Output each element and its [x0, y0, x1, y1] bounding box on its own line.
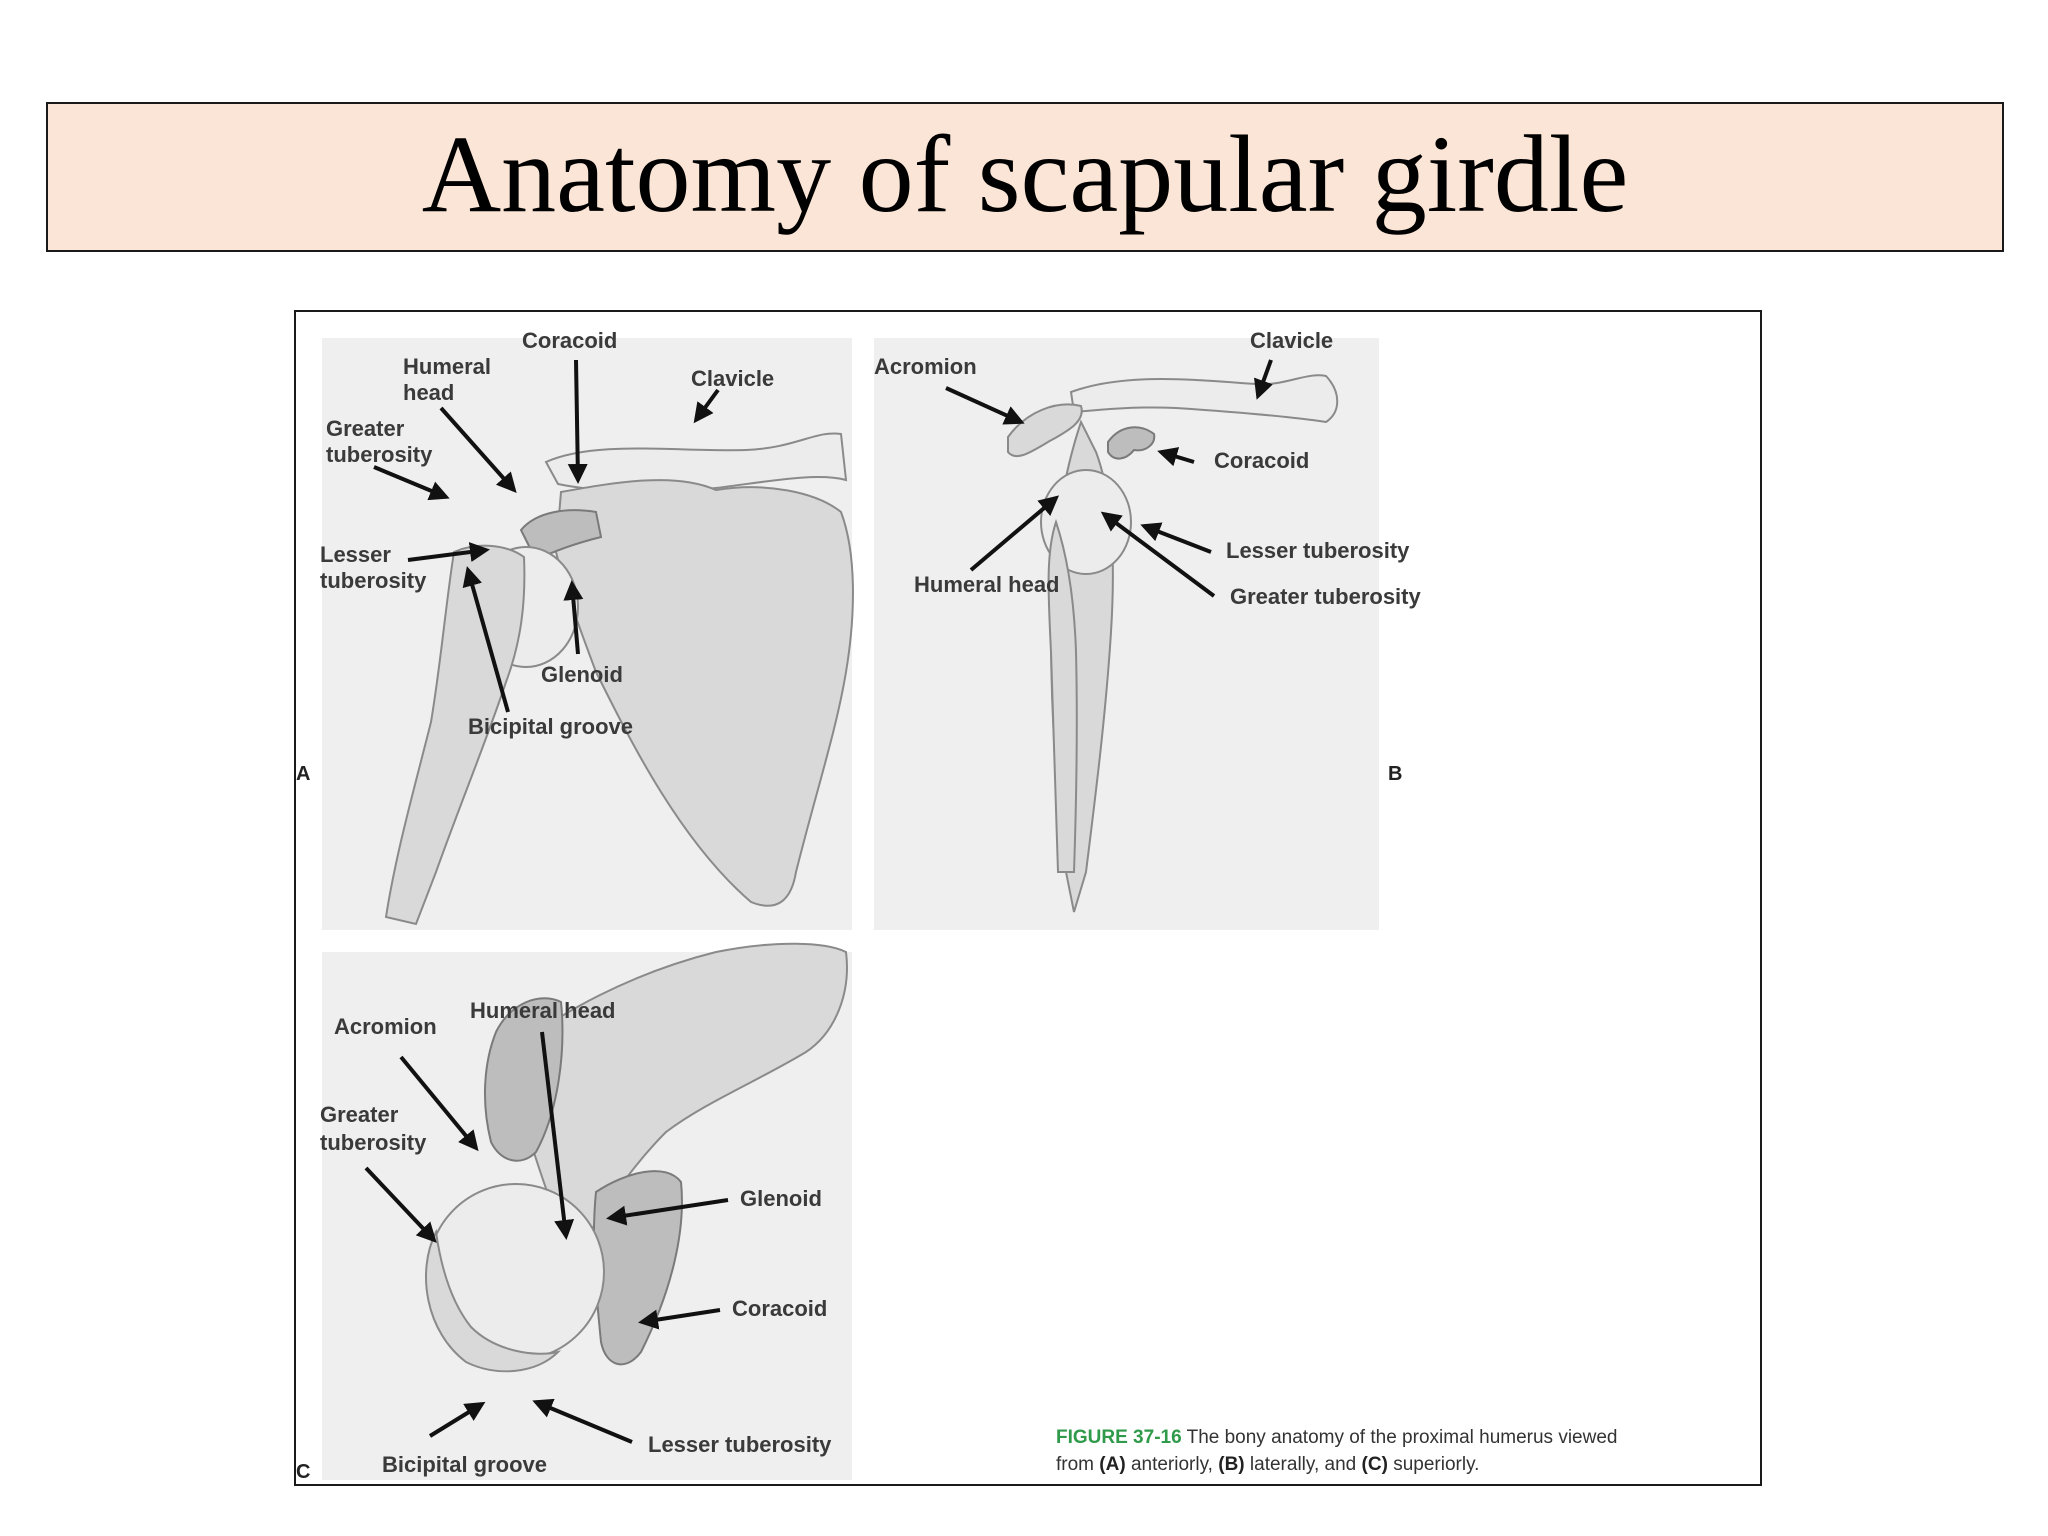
panel-b-clavicle-label: Clavicle: [1250, 328, 1333, 353]
panel-a-coracoid-label: Coracoid: [522, 328, 617, 353]
panel-c-greater-tuberosity-label-2: tuberosity: [320, 1130, 427, 1155]
caption-a: (A): [1099, 1454, 1126, 1475]
panel-a-greater-tuberosity-label-2: tuberosity: [326, 442, 433, 467]
figure-frame: Coracoid Humeral head Clavicle Greater t…: [294, 310, 1762, 1486]
caption-c-text: superiorly.: [1387, 1454, 1480, 1475]
panel-c-tuberosity-bone: [425, 1228, 562, 1373]
panel-b-humeral-head-arrow: [969, 495, 1060, 572]
panel-c-greater-tuberosity-label-1: Greater: [320, 1102, 399, 1127]
caption-line-1: FIGURE 37-16 The bony anatomy of the pro…: [1056, 1424, 1756, 1451]
panel-c-coracoid-arrow: [638, 1308, 721, 1330]
panel-c-lesser-tuberosity-arrow: [532, 1398, 633, 1444]
panel-a-lesser-tuberosity-label-2: tuberosity: [320, 568, 427, 593]
caption-b: (B): [1218, 1454, 1245, 1475]
caption-a-text: anteriorly,: [1125, 1454, 1219, 1475]
panel-c-bicipital-groove-label: Bicipital groove: [382, 1452, 547, 1477]
panel-a-scapula-bone: [554, 479, 854, 907]
slide-title: Anatomy of scapular girdle: [421, 113, 1629, 235]
panel-a-bicipital-groove-arrow: [462, 566, 510, 713]
panel-a-letter: A: [296, 763, 310, 785]
panel-b-greater-tuberosity-label: Greater tuberosity: [1230, 584, 1421, 609]
caption-line-1-text: The bony anatomy of the proximal humerus…: [1181, 1427, 1618, 1448]
panel-a-lesser-tuberosity-arrow: [407, 542, 490, 562]
panel-c-humeral-head-label: Humeral head: [470, 998, 616, 1023]
panel-b-lesser-tuberosity-arrow: [1140, 522, 1212, 554]
panel-b-greater-tuberosity-arrow: [1100, 511, 1216, 598]
panel-c-glenoid-label: Glenoid: [740, 1186, 822, 1211]
panel-c-letter: C: [296, 1461, 310, 1483]
panel-c-acromion-arrow: [399, 1055, 479, 1152]
caption-from: from: [1056, 1454, 1100, 1475]
panel-c-acromion-label: Acromion: [334, 1014, 437, 1039]
panel-a-greater-tuberosity-label-1: Greater: [326, 416, 405, 441]
panel-c-greater-tuberosity-arrow: [364, 1166, 437, 1243]
caption-b-text: laterally, and: [1244, 1454, 1362, 1475]
caption-line-2: from (A) anteriorly, (B) laterally, and …: [1056, 1451, 1756, 1478]
panel-a-glenoid-arrow: [563, 580, 584, 655]
panel-c-lesser-tuberosity-label: Lesser tuberosity: [648, 1432, 832, 1457]
panel-a: Coracoid Humeral head Clavicle Greater t…: [296, 328, 854, 930]
figure-caption: FIGURE 37-16 The bony anatomy of the pro…: [1056, 1424, 1756, 1478]
panel-b: Acromion Clavicle Coracoid Lesser tubero…: [874, 328, 1421, 930]
panel-a-lesser-tuberosity-label-1: Lesser: [320, 542, 391, 567]
panel-b-coracoid-arrow: [1157, 447, 1195, 467]
panel-b-coracoid-label: Coracoid: [1214, 448, 1309, 473]
panel-a-humeral-head-label-1: Humeral: [403, 354, 491, 379]
panel-a-greater-tuberosity-arrow: [373, 465, 450, 501]
panel-a-glenoid-label: Glenoid: [541, 662, 623, 687]
panel-c-bicipital-groove-arrow: [428, 1401, 486, 1438]
panel-a-clavicle-arrow: [693, 388, 720, 424]
panel-a-bicipital-groove-label: Bicipital groove: [468, 714, 633, 739]
caption-c: (C): [1361, 1454, 1388, 1475]
panel-b-humeral-head-label: Humeral head: [914, 572, 1060, 597]
panel-c-coracoid-label: Coracoid: [732, 1296, 827, 1321]
panel-a-clavicle-label: Clavicle: [691, 366, 774, 391]
panel-b-acromion-bone: [1007, 403, 1083, 458]
panel-c-glenoid-arrow: [606, 1198, 729, 1226]
panel-b-humerus-bone: [1047, 518, 1078, 873]
panel-b-acromion-label: Acromion: [874, 354, 977, 379]
panel-a-coracoid-arrow: [567, 359, 588, 484]
anatomy-figure: Coracoid Humeral head Clavicle Greater t…: [296, 328, 1421, 1483]
panel-b-clavicle-arrow: [1254, 359, 1273, 400]
title-box: Anatomy of scapular girdle: [46, 102, 2004, 252]
panel-c-humeral-head-arrow: [540, 1031, 575, 1240]
panel-c: Acromion Humeral head Greater tuberosity…: [296, 942, 852, 1483]
figure-number: FIGURE 37-16: [1056, 1427, 1182, 1448]
panel-b-lesser-tuberosity-label: Lesser tuberosity: [1226, 538, 1410, 563]
panel-b-letter: B: [1388, 763, 1402, 785]
panel-b-coracoid-bone: [1107, 426, 1156, 460]
panel-b-acromion-arrow: [945, 386, 1025, 425]
panel-b-background: [874, 338, 1379, 930]
panel-a-humeral-head-arrow: [439, 406, 517, 493]
panel-a-humeral-head-label-2: head: [403, 380, 454, 405]
